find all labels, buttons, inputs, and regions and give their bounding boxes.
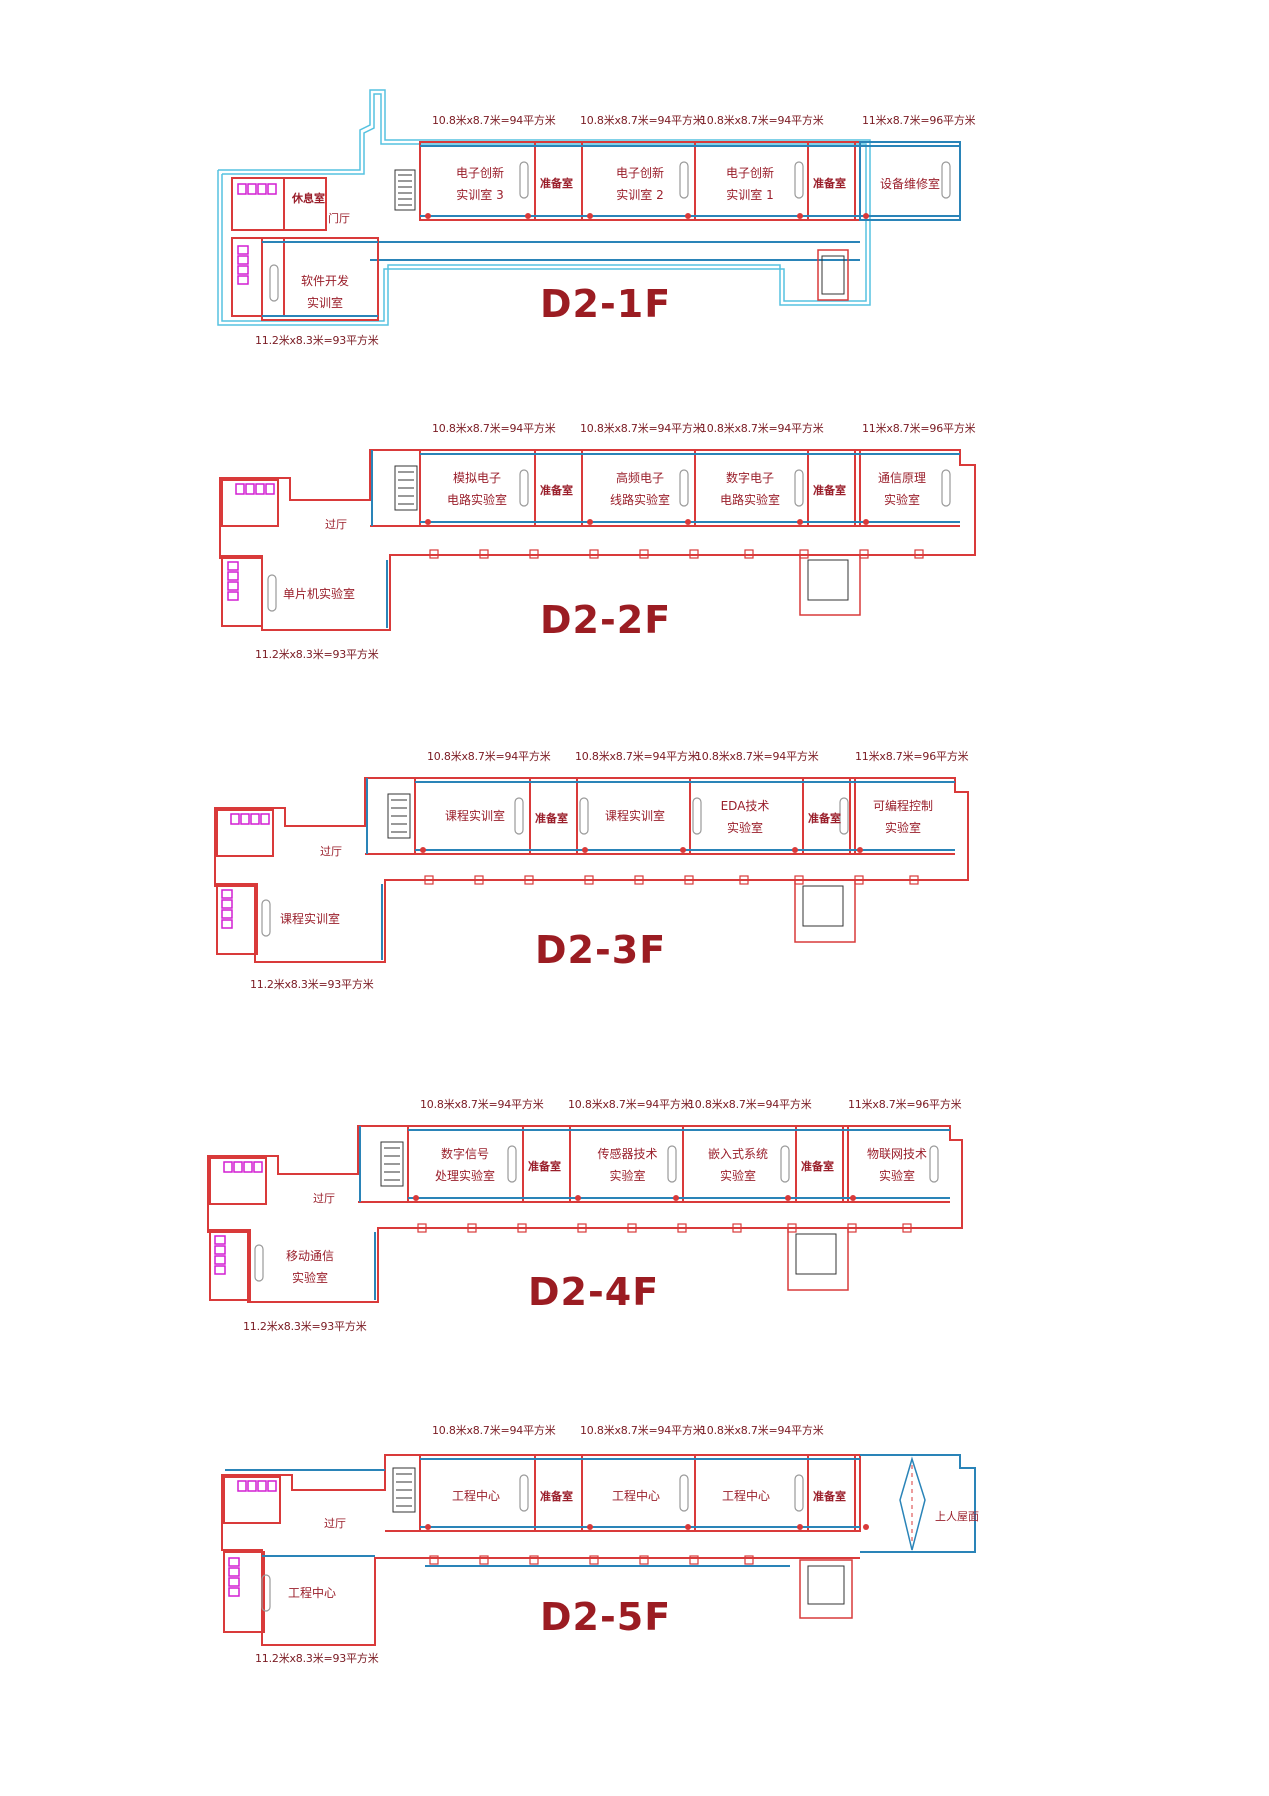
room-dimension-label: 10.8米x8.7米=94平方米: [575, 750, 699, 763]
floor-1f-drawing: [217, 89, 961, 326]
room-dimension-label: 10.8米x8.7米=94平方米: [580, 114, 704, 127]
room-label: 准备室: [540, 484, 573, 497]
room-label: 课程实训室: [605, 809, 666, 823]
floor-title: D2-3F: [535, 928, 667, 972]
room-label: 过厅: [313, 1192, 335, 1205]
room-dimension-label: 10.8米x8.7米=94平方米: [695, 750, 819, 763]
room-dimension-label: 10.8米x8.7米=94平方米: [700, 1424, 824, 1437]
room-label: EDA技术 实验室: [720, 799, 770, 835]
room-label: 过厅: [324, 1517, 346, 1530]
room-label: 过厅: [320, 845, 342, 858]
room-label: 工程中心: [722, 1489, 771, 1503]
room-label: 课程实训室: [280, 912, 341, 926]
room-label: 准备室: [535, 812, 568, 825]
room-dimension-label: 10.8米x8.7米=94平方米: [568, 1098, 692, 1111]
room-label: 移动通信 实验室: [285, 1249, 334, 1285]
room-label: 准备室: [528, 1160, 561, 1173]
room-dimension-label: 10.8米x8.7米=94平方米: [420, 1098, 544, 1111]
room-dimension-label: 10.8米x8.7米=94平方米: [700, 422, 824, 435]
room-label: 准备室: [813, 484, 846, 497]
room-dimension-label: 11.2米x8.3米=93平方米: [243, 1320, 367, 1333]
room-label: 工程中心: [452, 1489, 501, 1503]
floor-title: D2-1F: [540, 282, 672, 326]
room-label: 传感器技术 实验室: [597, 1147, 658, 1183]
floor-5f-drawing: [221, 1454, 976, 1646]
room-label: 嵌入式系统 实验室: [707, 1147, 768, 1183]
room-label: 电子创新 实训室 1: [725, 166, 774, 202]
room-label: 设备维修室: [879, 177, 940, 191]
room-label: 上人屋面: [935, 1510, 979, 1523]
room-dimension-label: 11.2米x8.3米=93平方米: [255, 334, 379, 347]
floor-3f-drawing: [214, 777, 969, 963]
room-dimension-label: 11.2米x8.3米=93平方米: [250, 978, 374, 991]
floor-plan-3f: 10.8米x8.7米=94平方米 10.8米x8.7米=94平方米 10.8米x…: [0, 700, 1269, 1000]
floor-title: D2-4F: [528, 1270, 660, 1314]
room-label: 门厅: [328, 212, 350, 225]
room-label: 工程中心: [612, 1489, 661, 1503]
floor-plan-4f: 10.8米x8.7米=94平方米 10.8米x8.7米=94平方米 10.8米x…: [0, 1040, 1269, 1340]
room-label: 可编程控制 实验室: [872, 799, 933, 835]
room-dimension-label: 11.2米x8.3米=93平方米: [255, 648, 379, 661]
room-label: 数字电子 电路实验室: [719, 471, 780, 507]
room-label: 准备室: [813, 177, 846, 190]
room-dimension-label: 11米x8.7米=96平方米: [862, 114, 976, 127]
room-label: 准备室: [540, 177, 573, 190]
room-label: 准备室: [540, 1490, 573, 1503]
floor-plan-5f: 10.8米x8.7米=94平方米 10.8米x8.7米=94平方米 10.8米x…: [0, 1360, 1269, 1680]
room-label: 通信原理 实验室: [877, 471, 926, 507]
room-label: 模拟电子 电路实验室: [446, 471, 507, 507]
room-label: 准备室: [813, 1490, 846, 1503]
room-label: 休息室: [292, 192, 325, 205]
room-label: 过厅: [325, 518, 347, 531]
room-dimension-label: 10.8米x8.7米=94平方米: [688, 1098, 812, 1111]
floor-4f-drawing: [207, 1125, 963, 1303]
room-label: 数字信号 处理实验室: [434, 1147, 495, 1183]
room-label: 软件开发 实训室: [300, 274, 349, 310]
room-dimension-label: 10.8米x8.7米=94平方米: [432, 1424, 556, 1437]
room-label: 准备室: [808, 812, 841, 825]
room-label: 电子创新 实训室 2: [615, 166, 664, 202]
room-dimension-label: 10.8米x8.7米=94平方米: [580, 1424, 704, 1437]
room-dimension-label: 10.8米x8.7米=94平方米: [432, 114, 556, 127]
room-label: 课程实训室: [445, 809, 506, 823]
room-label: 高频电子 线路实验室: [609, 471, 670, 507]
room-label: 单片机实验室: [283, 587, 356, 601]
room-dimension-label: 11米x8.7米=96平方米: [855, 750, 969, 763]
floor-title: D2-2F: [540, 598, 672, 642]
room-dimension-label: 11.2米x8.3米=93平方米: [255, 1652, 379, 1665]
room-dimension-label: 10.8米x8.7米=94平方米: [432, 422, 556, 435]
room-dimension-label: 11米x8.7米=96平方米: [862, 422, 976, 435]
room-dimension-label: 10.8米x8.7米=94平方米: [427, 750, 551, 763]
room-label: 工程中心: [288, 1586, 337, 1600]
floor-plan-1f: 10.8米x8.7米=94平方米 10.8米x8.7米=94平方米 10.8米x…: [0, 70, 1269, 370]
room-dimension-label: 10.8米x8.7米=94平方米: [580, 422, 704, 435]
room-dimension-label: 10.8米x8.7米=94平方米: [700, 114, 824, 127]
floor-2f-drawing: [219, 449, 976, 631]
room-dimension-label: 11米x8.7米=96平方米: [848, 1098, 962, 1111]
room-label: 准备室: [801, 1160, 834, 1173]
floor-plan-2f: 10.8米x8.7米=94平方米 10.8米x8.7米=94平方米 10.8米x…: [0, 370, 1269, 670]
room-label: 物联网技术 实验室: [866, 1147, 927, 1183]
room-label: 电子创新 实训室 3: [455, 166, 504, 202]
floor-title: D2-5F: [540, 1595, 672, 1639]
